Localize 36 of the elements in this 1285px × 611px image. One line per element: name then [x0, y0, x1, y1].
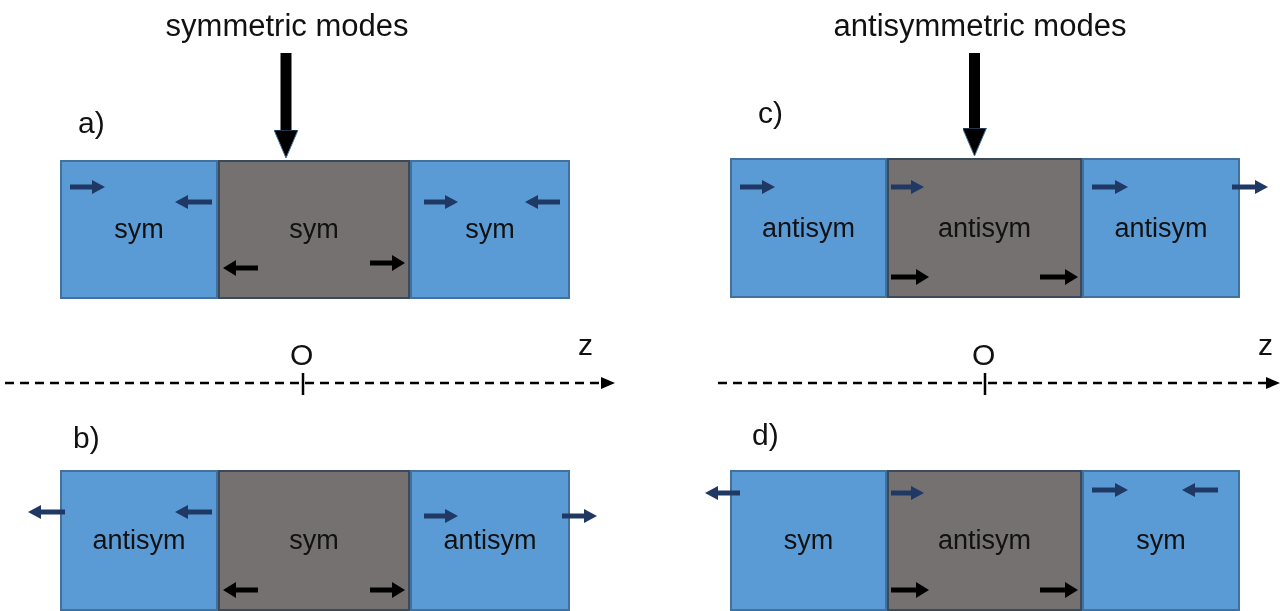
axis-label: z [1258, 330, 1273, 360]
arrow [962, 53, 987, 157]
panel-label: c) [758, 98, 783, 128]
arrow [273, 53, 299, 159]
outer-layer-box [60, 470, 218, 611]
outer-layer-box [1082, 470, 1240, 611]
origin-label: O [290, 340, 314, 370]
origin-label: O [972, 340, 996, 370]
core-layer-box [887, 158, 1082, 298]
outer-layer-box [1082, 158, 1240, 298]
mode-label: antisym [762, 212, 855, 244]
outer-layer-box [410, 470, 570, 611]
core-layer-box [218, 160, 410, 299]
mode-label: sym [289, 525, 339, 556]
panel-label: b) [73, 423, 100, 453]
core-layer-box [887, 470, 1082, 611]
heading-text: symmetric modes [165, 8, 409, 44]
outer-layer-box [60, 160, 218, 299]
mode-label: sym [465, 214, 515, 245]
outer-layer-box [730, 470, 887, 611]
outer-layer-box [410, 160, 570, 299]
mode-label: sym [783, 525, 834, 556]
mode-label: antisym [938, 212, 1031, 244]
mode-label: antisym [92, 525, 186, 556]
mode-label: antisym [1114, 212, 1208, 244]
mode-label: sym [114, 214, 164, 245]
mode-label: antisym [938, 525, 1031, 556]
mode-label: sym [289, 214, 339, 245]
mode-label: sym [1136, 525, 1186, 556]
mode-label: antisym [443, 525, 537, 556]
outer-layer-box [730, 158, 887, 298]
axis-label: z [578, 330, 593, 360]
panel-label: d) [752, 420, 779, 450]
core-layer-box [218, 470, 410, 611]
heading-text: antisymmetric modes [833, 8, 1127, 44]
panel-label: a) [78, 108, 105, 138]
